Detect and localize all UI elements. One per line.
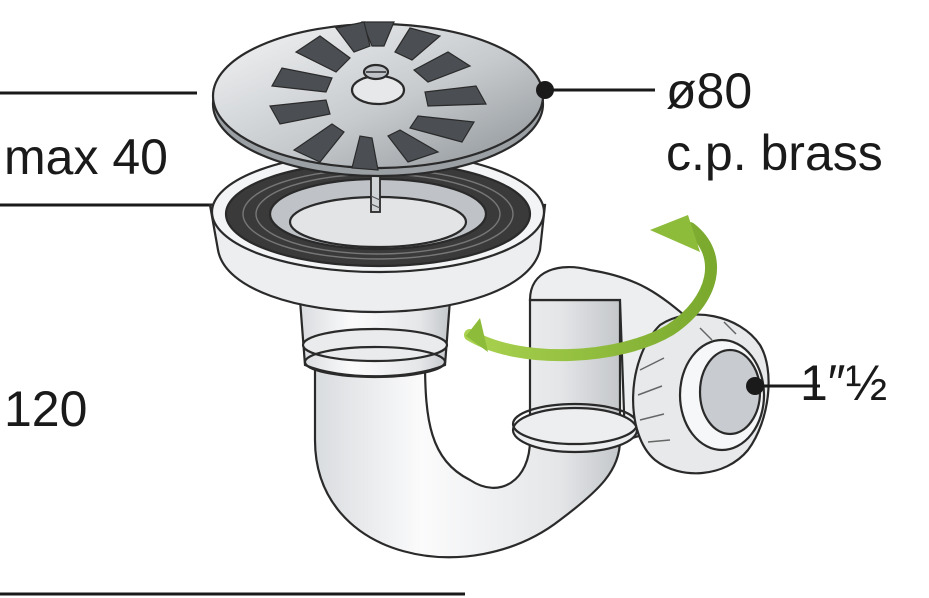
callout-dot-icon <box>536 81 554 99</box>
material-label: c.p. brass <box>666 125 883 181</box>
max-depth-label: max 40 <box>4 129 168 185</box>
drain-neck <box>298 298 452 379</box>
height-label: 120 <box>4 381 88 437</box>
diameter-label: ø80 <box>666 63 753 119</box>
callout-dot-icon <box>746 377 764 395</box>
grate-cover <box>211 21 545 178</box>
outlet-nut <box>632 313 770 475</box>
rotate-arrow-icon <box>464 215 717 362</box>
thread-size-label: 1″½ <box>800 355 888 411</box>
